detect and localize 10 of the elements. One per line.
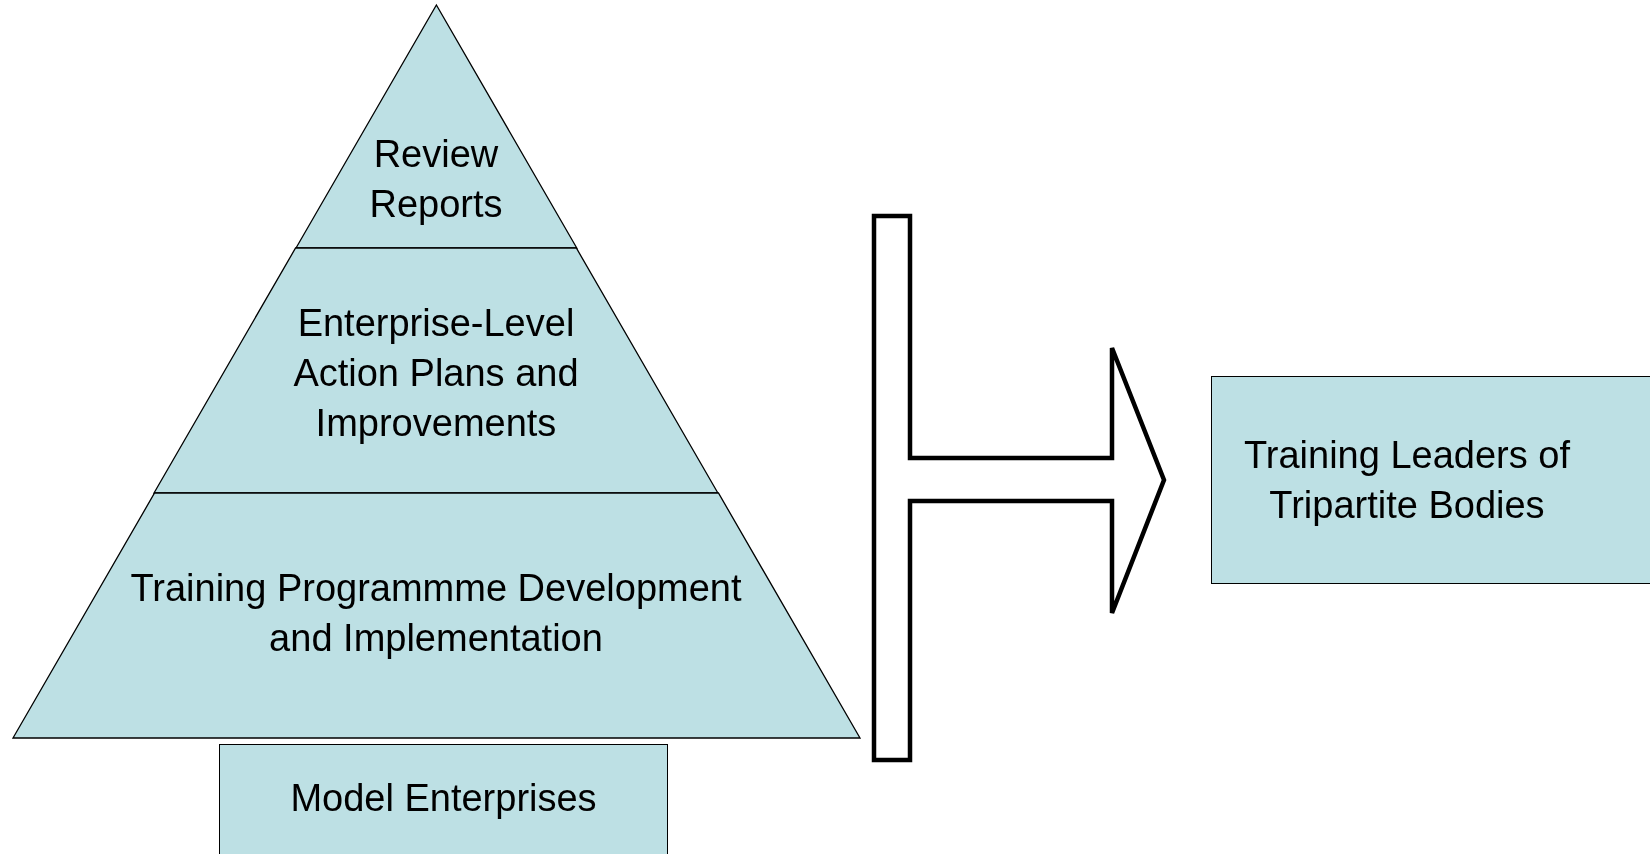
process-box: [1211, 376, 1650, 584]
process-box: [219, 744, 668, 854]
pyramid-tier: [12, 493, 860, 738]
box-label: Model Enterprises: [290, 776, 597, 821]
pyramid-tier: [154, 248, 718, 493]
tier-label: Review Reports: [368, 132, 504, 227]
tier-label: Enterprise-Level Action Plans and Improvements: [292, 301, 580, 446]
bracket-arrow: [871, 213, 1167, 763]
tier-label: Training Programmme Development and Implementation: [129, 566, 743, 661]
box-label: Training Leaders of Tripartite Bodies: [1243, 433, 1571, 528]
